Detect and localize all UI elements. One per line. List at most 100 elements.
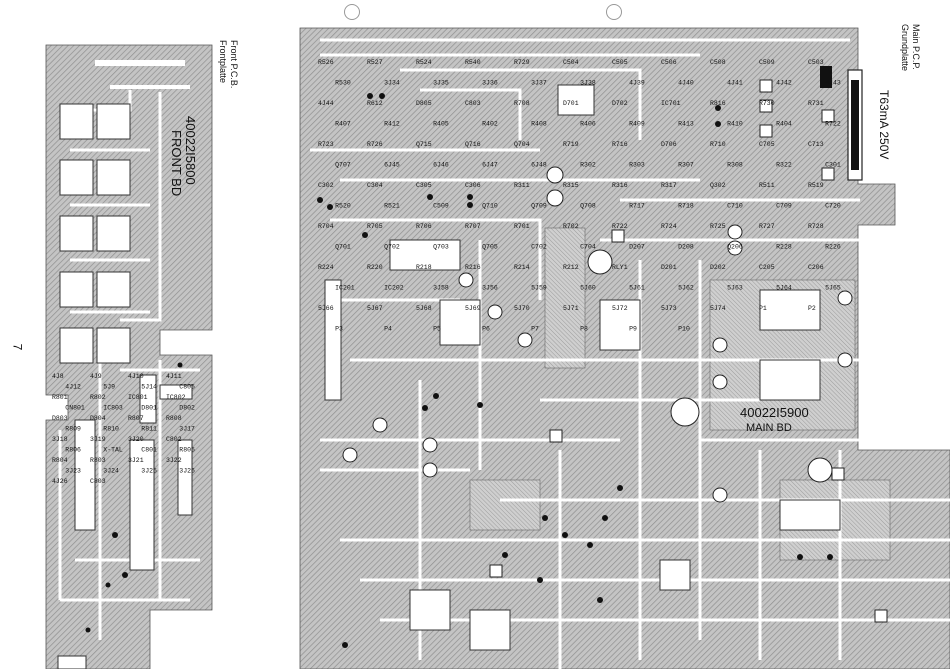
main-component-label: R311 [514, 182, 530, 189]
main-component-label: R519 [808, 182, 824, 189]
main-component-label: P4 [384, 326, 392, 333]
main-component-label: R702 [563, 223, 579, 230]
main-component-label: Q206 [727, 244, 743, 251]
front-component-label: R801 [52, 394, 68, 401]
main-component-label: D702 [612, 100, 628, 107]
front-component-label: 4J10 [128, 373, 144, 380]
main-component-label: D706 [661, 141, 677, 148]
main-component-label: 5J60 [580, 285, 596, 292]
main-component-label: R218 [416, 264, 432, 271]
main-component-label: R315 [563, 182, 579, 189]
front-component-label: 4J9 [90, 373, 102, 380]
main-component-label: Q704 [514, 141, 530, 148]
main-board-part-number: 40022I5900 [740, 405, 809, 420]
main-component-label: 5J74 [710, 305, 726, 312]
main-component-label: 5J61 [629, 285, 645, 292]
main-component-label: C304 [367, 182, 383, 189]
main-component-label: 5J72 [612, 305, 628, 312]
front-component-label: 5J9 [103, 384, 115, 391]
main-component-label: IC701 [661, 100, 681, 107]
front-component-label: D802 [179, 405, 195, 412]
main-component-label: 3J58 [433, 285, 449, 292]
main-component-label: R706 [416, 223, 432, 230]
main-component-label: 5J71 [563, 305, 579, 312]
main-component-label: C704 [580, 244, 596, 251]
main-component-label: C503 [808, 59, 824, 66]
main-component-label: R722 [825, 121, 841, 128]
main-component-label: R527 [367, 59, 383, 66]
main-component-label: C302 [318, 182, 334, 189]
main-component-label: R226 [825, 244, 841, 251]
main-component-label: 5J68 [416, 305, 432, 312]
main-component-label: R725 [710, 223, 726, 230]
main-component-label: 5J64 [776, 285, 792, 292]
main-component-label: R540 [465, 59, 481, 66]
front-component-label: 3J19 [90, 436, 106, 443]
main-component-label: 6J45 [384, 162, 400, 169]
main-component-label: R524 [416, 59, 432, 66]
main-component-label: 4J39 [629, 80, 645, 87]
main-component-label: C713 [808, 141, 824, 148]
main-component-label: C803 [465, 100, 481, 107]
main-board-caption-de: Grundplatte [900, 24, 910, 72]
main-component-label: D201 [661, 264, 677, 271]
main-component-label: C505 [612, 59, 628, 66]
main-component-label: R729 [514, 59, 530, 66]
main-component-label: R409 [629, 121, 645, 128]
main-component-label: R816 [710, 100, 726, 107]
main-component-label: R722 [612, 223, 628, 230]
main-component-label: 4J42 [776, 80, 792, 87]
front-component-label: R807 [128, 415, 144, 422]
front-component-label: 4J26 [52, 478, 68, 485]
main-component-label: R307 [678, 162, 694, 169]
front-board-part-number: 40022I5800 [183, 116, 198, 185]
main-component-label: D207 [629, 244, 645, 251]
main-component-label: 6J47 [482, 162, 498, 169]
binder-hole [344, 4, 360, 20]
front-component-label: D804 [90, 415, 106, 422]
main-component-label: 4J41 [727, 80, 743, 87]
main-component-label: R216 [465, 264, 481, 271]
main-component-label: R408 [531, 121, 547, 128]
main-component-label: R612 [367, 100, 383, 107]
main-component-label: 5J70 [514, 305, 530, 312]
front-component-label: 3J24 [103, 468, 119, 475]
front-component-label: C803 [90, 478, 106, 485]
main-component-label: C508 [710, 59, 726, 66]
main-component-label: P8 [580, 326, 588, 333]
main-component-label: R405 [433, 121, 449, 128]
main-component-label: 5J66 [318, 305, 334, 312]
main-component-label: C705 [759, 141, 775, 148]
front-component-label: R803 [90, 457, 106, 464]
main-component-label: C205 [759, 264, 775, 271]
front-component-label: 3J20 [128, 436, 144, 443]
main-component-label: IC201 [335, 285, 355, 292]
main-component-label: C306 [465, 182, 481, 189]
main-component-label: R530 [335, 80, 351, 87]
main-board-title: MAIN BD [746, 422, 792, 434]
front-component-label: D803 [52, 415, 68, 422]
main-component-label: R308 [727, 162, 743, 169]
main-component-label: R707 [465, 223, 481, 230]
front-component-label: R804 [52, 457, 68, 464]
main-component-label: P2 [808, 305, 816, 312]
main-component-label: 3J56 [482, 285, 498, 292]
main-component-label: 5J59 [531, 285, 547, 292]
main-component-label: R404 [776, 121, 792, 128]
main-component-label: R701 [514, 223, 530, 230]
front-component-label: 5J14 [141, 384, 157, 391]
front-component-label: 3J25 [141, 468, 157, 475]
main-component-label: R723 [318, 141, 334, 148]
front-component-label: IC801 [128, 394, 148, 401]
front-component-label: 3J21 [128, 457, 144, 464]
main-component-label: 4J40 [678, 80, 694, 87]
main-component-label: R708 [514, 100, 530, 107]
main-component-label: C709 [776, 203, 792, 210]
main-component-label: R302 [580, 162, 596, 169]
main-component-label: Q708 [580, 203, 596, 210]
main-component-label: Q715 [416, 141, 432, 148]
front-component-label: 3J23 [65, 468, 81, 475]
main-component-label: R402 [482, 121, 498, 128]
main-component-label: C301 [825, 162, 841, 169]
